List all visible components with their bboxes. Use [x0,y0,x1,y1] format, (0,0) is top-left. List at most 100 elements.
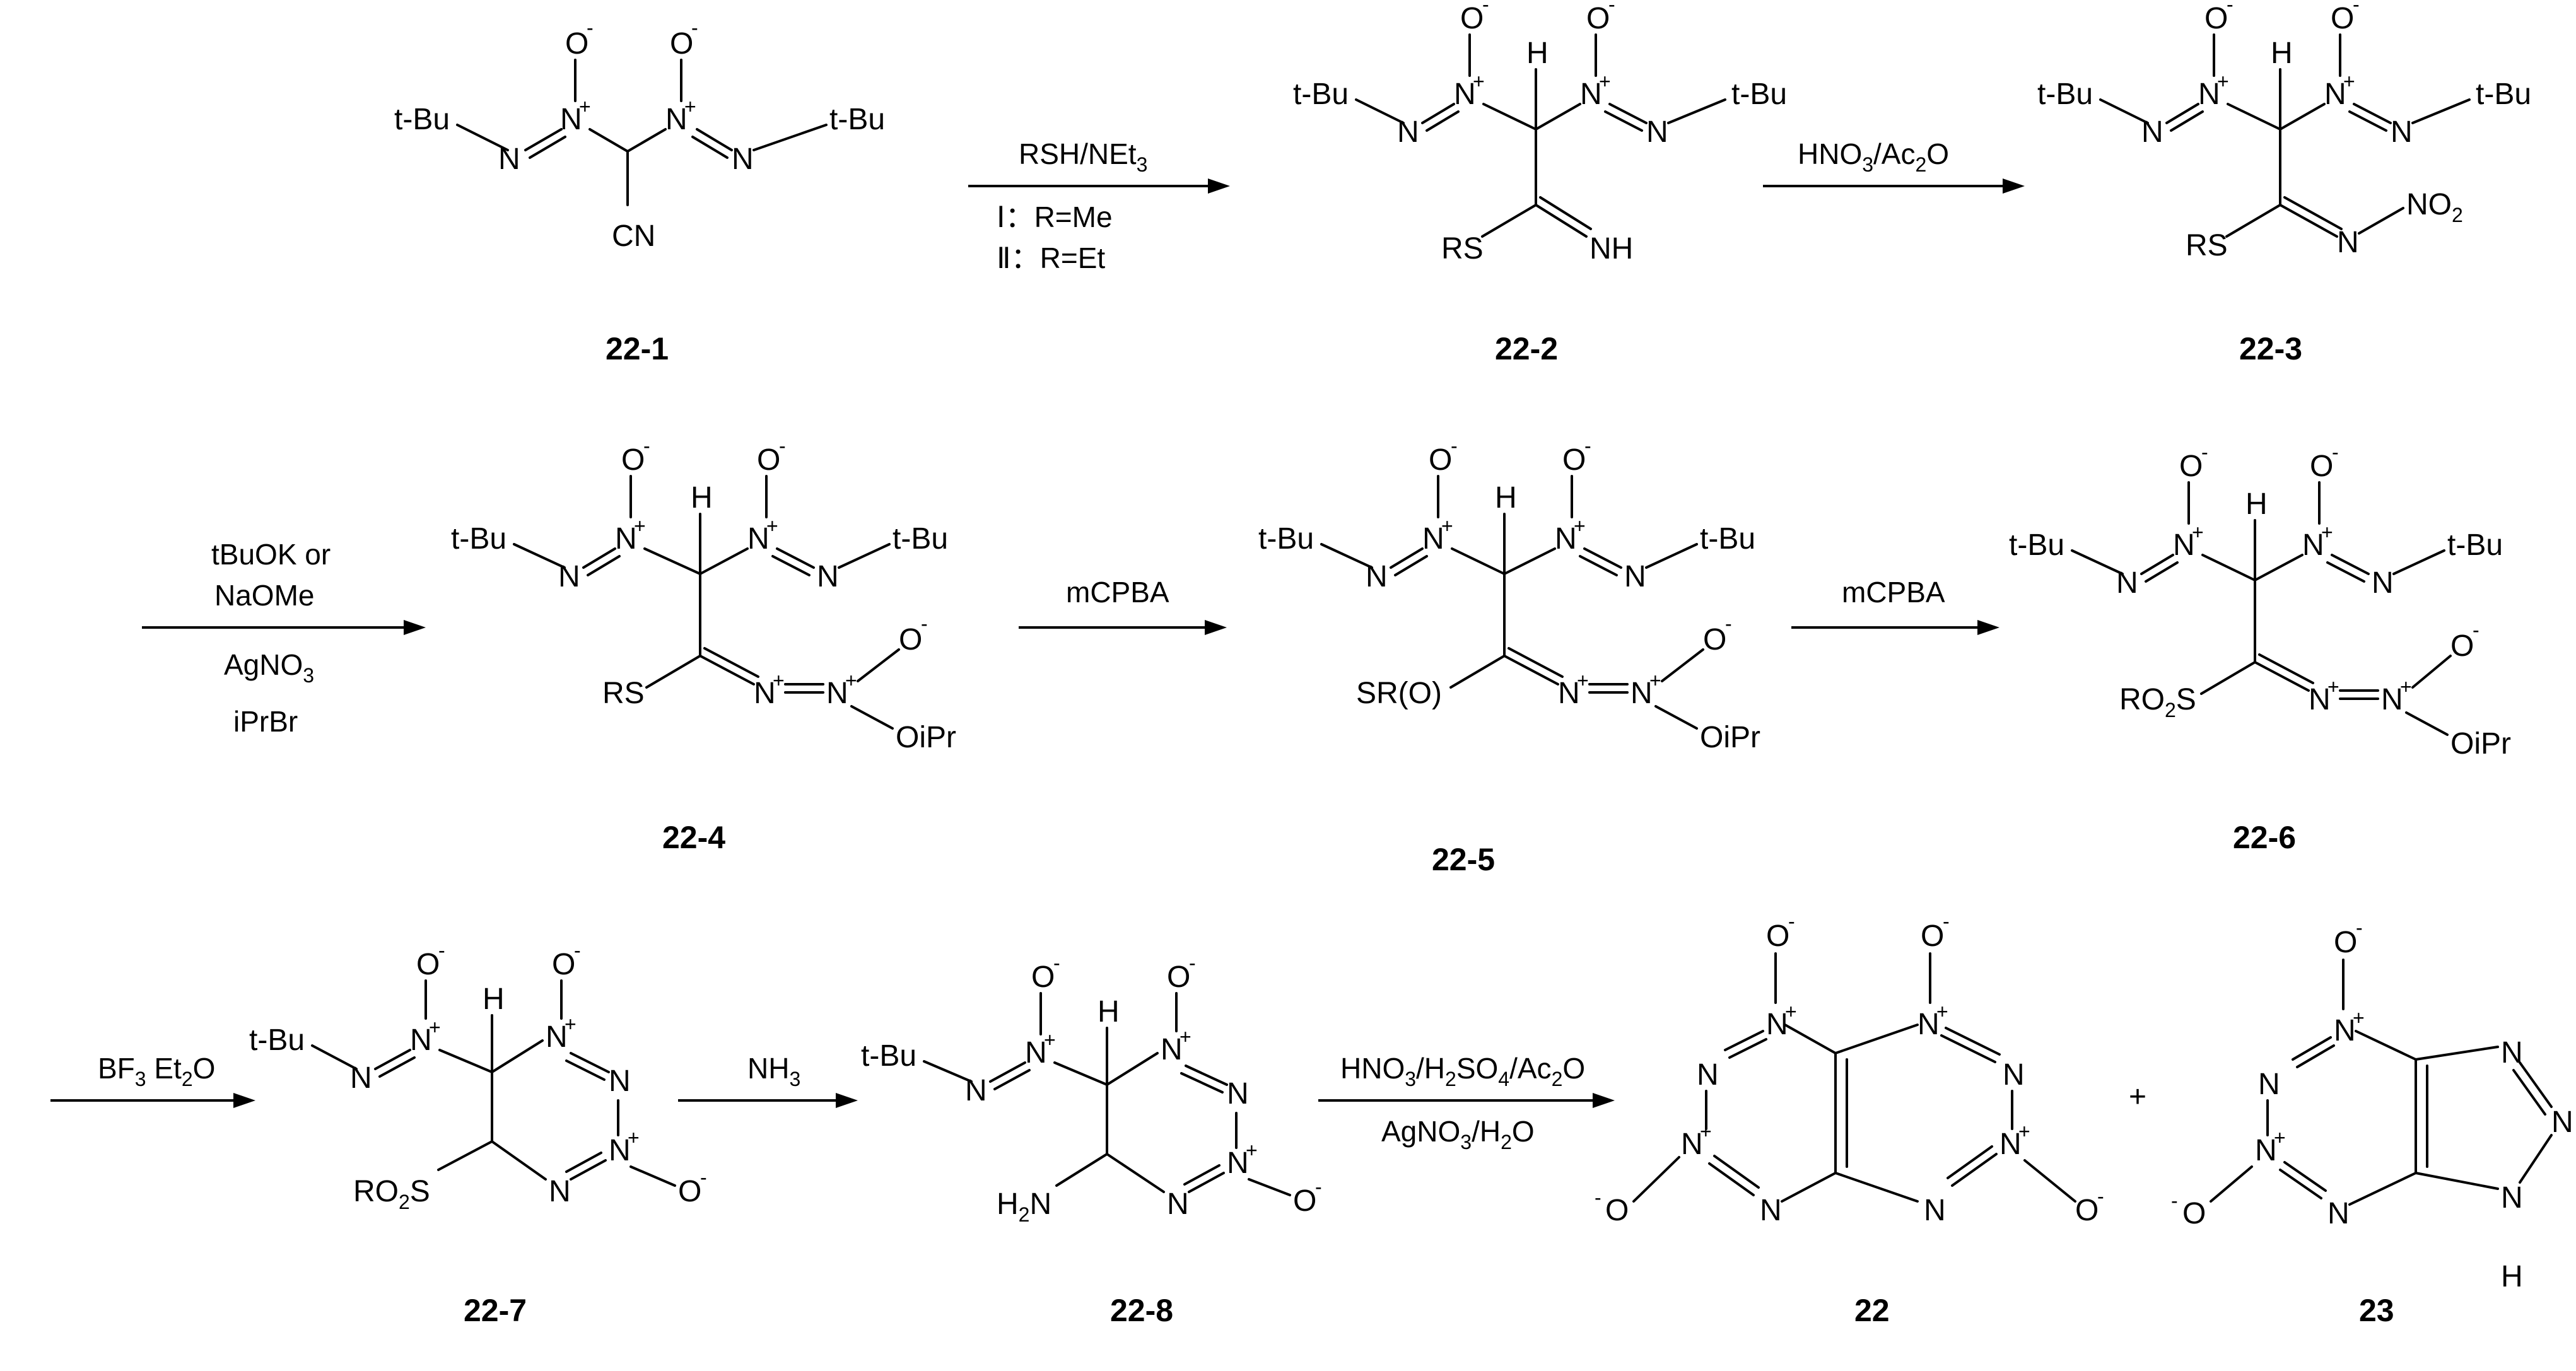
cn: CN [612,219,655,253]
bond [2258,653,2314,684]
atom-o: O [2075,1194,2099,1227]
sulfonyl: RO2S [353,1175,430,1213]
bond [1708,1162,1755,1196]
svg-text:+: + [2327,675,2339,698]
bond [1503,547,1556,575]
tbu-left-22-3: t-Bu [2037,78,2093,111]
atom-o: O [1766,919,1789,953]
rs: RS [1441,232,1484,265]
svg-text:+: + [1577,669,1589,692]
condition-hno3-ac2o: HNO3/Ac2O [1798,137,1949,176]
tbu-left-22-1: t-Bu [394,103,450,136]
svg-text:+: + [1574,515,1586,537]
atom-n: N [2391,115,2413,149]
bond [2519,1061,2553,1108]
bond [1248,1178,1291,1196]
atom-n-plus: N [1227,1146,1249,1180]
compound-22-5: t-Bu N N + O - H N + O - N t-Bu SR(O) N … [1258,435,1760,754]
bond [1185,1065,1228,1086]
svg-text:+: + [773,669,785,692]
tbu-right-22-4: t-Bu [893,522,948,556]
bond [1106,1153,1165,1193]
nitro-group: NO2 [2406,188,2463,226]
bond [2283,196,2343,230]
oipr: OiPr [1700,721,1760,754]
atom-n: N [1924,1194,1946,1227]
bond [993,1069,1031,1090]
svg-text:-: - [1451,435,1458,457]
svg-text:-: - [921,612,928,635]
atom-n: N [2372,566,2394,600]
arrow-step-6 [50,1093,255,1108]
bond [2326,561,2365,583]
atom-o: O [552,948,575,981]
condition-bf3-et2o: BF3 Et2O [98,1052,215,1090]
atom-n-plus: N [1630,677,1653,710]
arrow-step-7 [678,1093,858,1108]
atom-n: N [1646,115,1668,149]
rs: RS [2186,229,2228,262]
svg-text:-: - [1788,910,1795,933]
bond [2099,98,2149,124]
bond [1481,204,1537,238]
svg-text:-: - [1584,435,1591,457]
bond [1449,655,1506,689]
atom-n: N [2003,1058,2025,1092]
atom-n: N [2501,1036,2523,1070]
condition-r-et: Ⅱ：R=Et [997,242,1105,274]
svg-text:-: - [587,16,594,39]
bond [2415,1046,2499,1061]
atom-o: O [2334,926,2357,959]
label-22-1: 22-1 [606,331,669,366]
bond [923,1060,973,1083]
bond [1583,547,1622,569]
svg-text:-: - [1943,910,1950,933]
bond [2279,204,2338,238]
atom-h: H [1098,995,1120,1029]
bond [1632,1156,1680,1203]
bond [565,1059,606,1081]
bond [1661,648,1704,682]
svg-text:+: + [628,1126,640,1149]
tbu-left-22-2: t-Bu [1293,78,1349,111]
atom-n-plus: N [2173,528,2195,562]
bond [626,128,667,153]
svg-text:-: - [2171,1189,2178,1212]
svg-text:-: - [2332,441,2339,464]
condition-mcpba-1: mCPBA [1066,576,1169,609]
svg-text:+: + [2400,675,2412,698]
atom-n: N [1227,1077,1249,1111]
atom-n-plus: N [1025,1036,1047,1070]
bond [2023,1159,2076,1203]
atom-o: O [899,623,922,656]
condition-nh3: NH3 [747,1052,800,1090]
bond [2519,1134,2553,1184]
atom-n-plus: N [826,677,848,710]
atom-n-plus: N [2334,1014,2356,1047]
arrow-step-5 [1791,620,1999,635]
atom-o: O [565,27,588,61]
svg-text:+: + [1473,70,1485,93]
atom-n-plus: N [1558,677,1580,710]
condition-agno3-h2o: AgNO3/H2O [1381,1115,1535,1153]
bond [2145,561,2179,583]
bond [1421,103,1455,124]
atom-n: N [2258,1068,2280,1101]
bond [2296,1044,2335,1068]
svg-text:+: + [634,515,646,537]
label-22-2: 22-2 [1495,331,1558,366]
atom-o: O [2179,450,2203,483]
svg-text:+: + [1246,1139,1258,1162]
atom-o: O [2331,2,2354,35]
bond [1355,98,1405,124]
bond [1784,1024,1837,1054]
condition-tbuok: tBuOK or [211,538,331,571]
label-22-6: 22-6 [2233,820,2296,855]
svg-text:+: + [2353,1006,2365,1029]
bond [2254,661,2310,692]
bond [524,128,563,151]
atom-n-plus: N [609,1134,631,1167]
bond [1947,1145,1993,1179]
bond [1394,555,1428,576]
svg-text:-: - [643,435,650,457]
